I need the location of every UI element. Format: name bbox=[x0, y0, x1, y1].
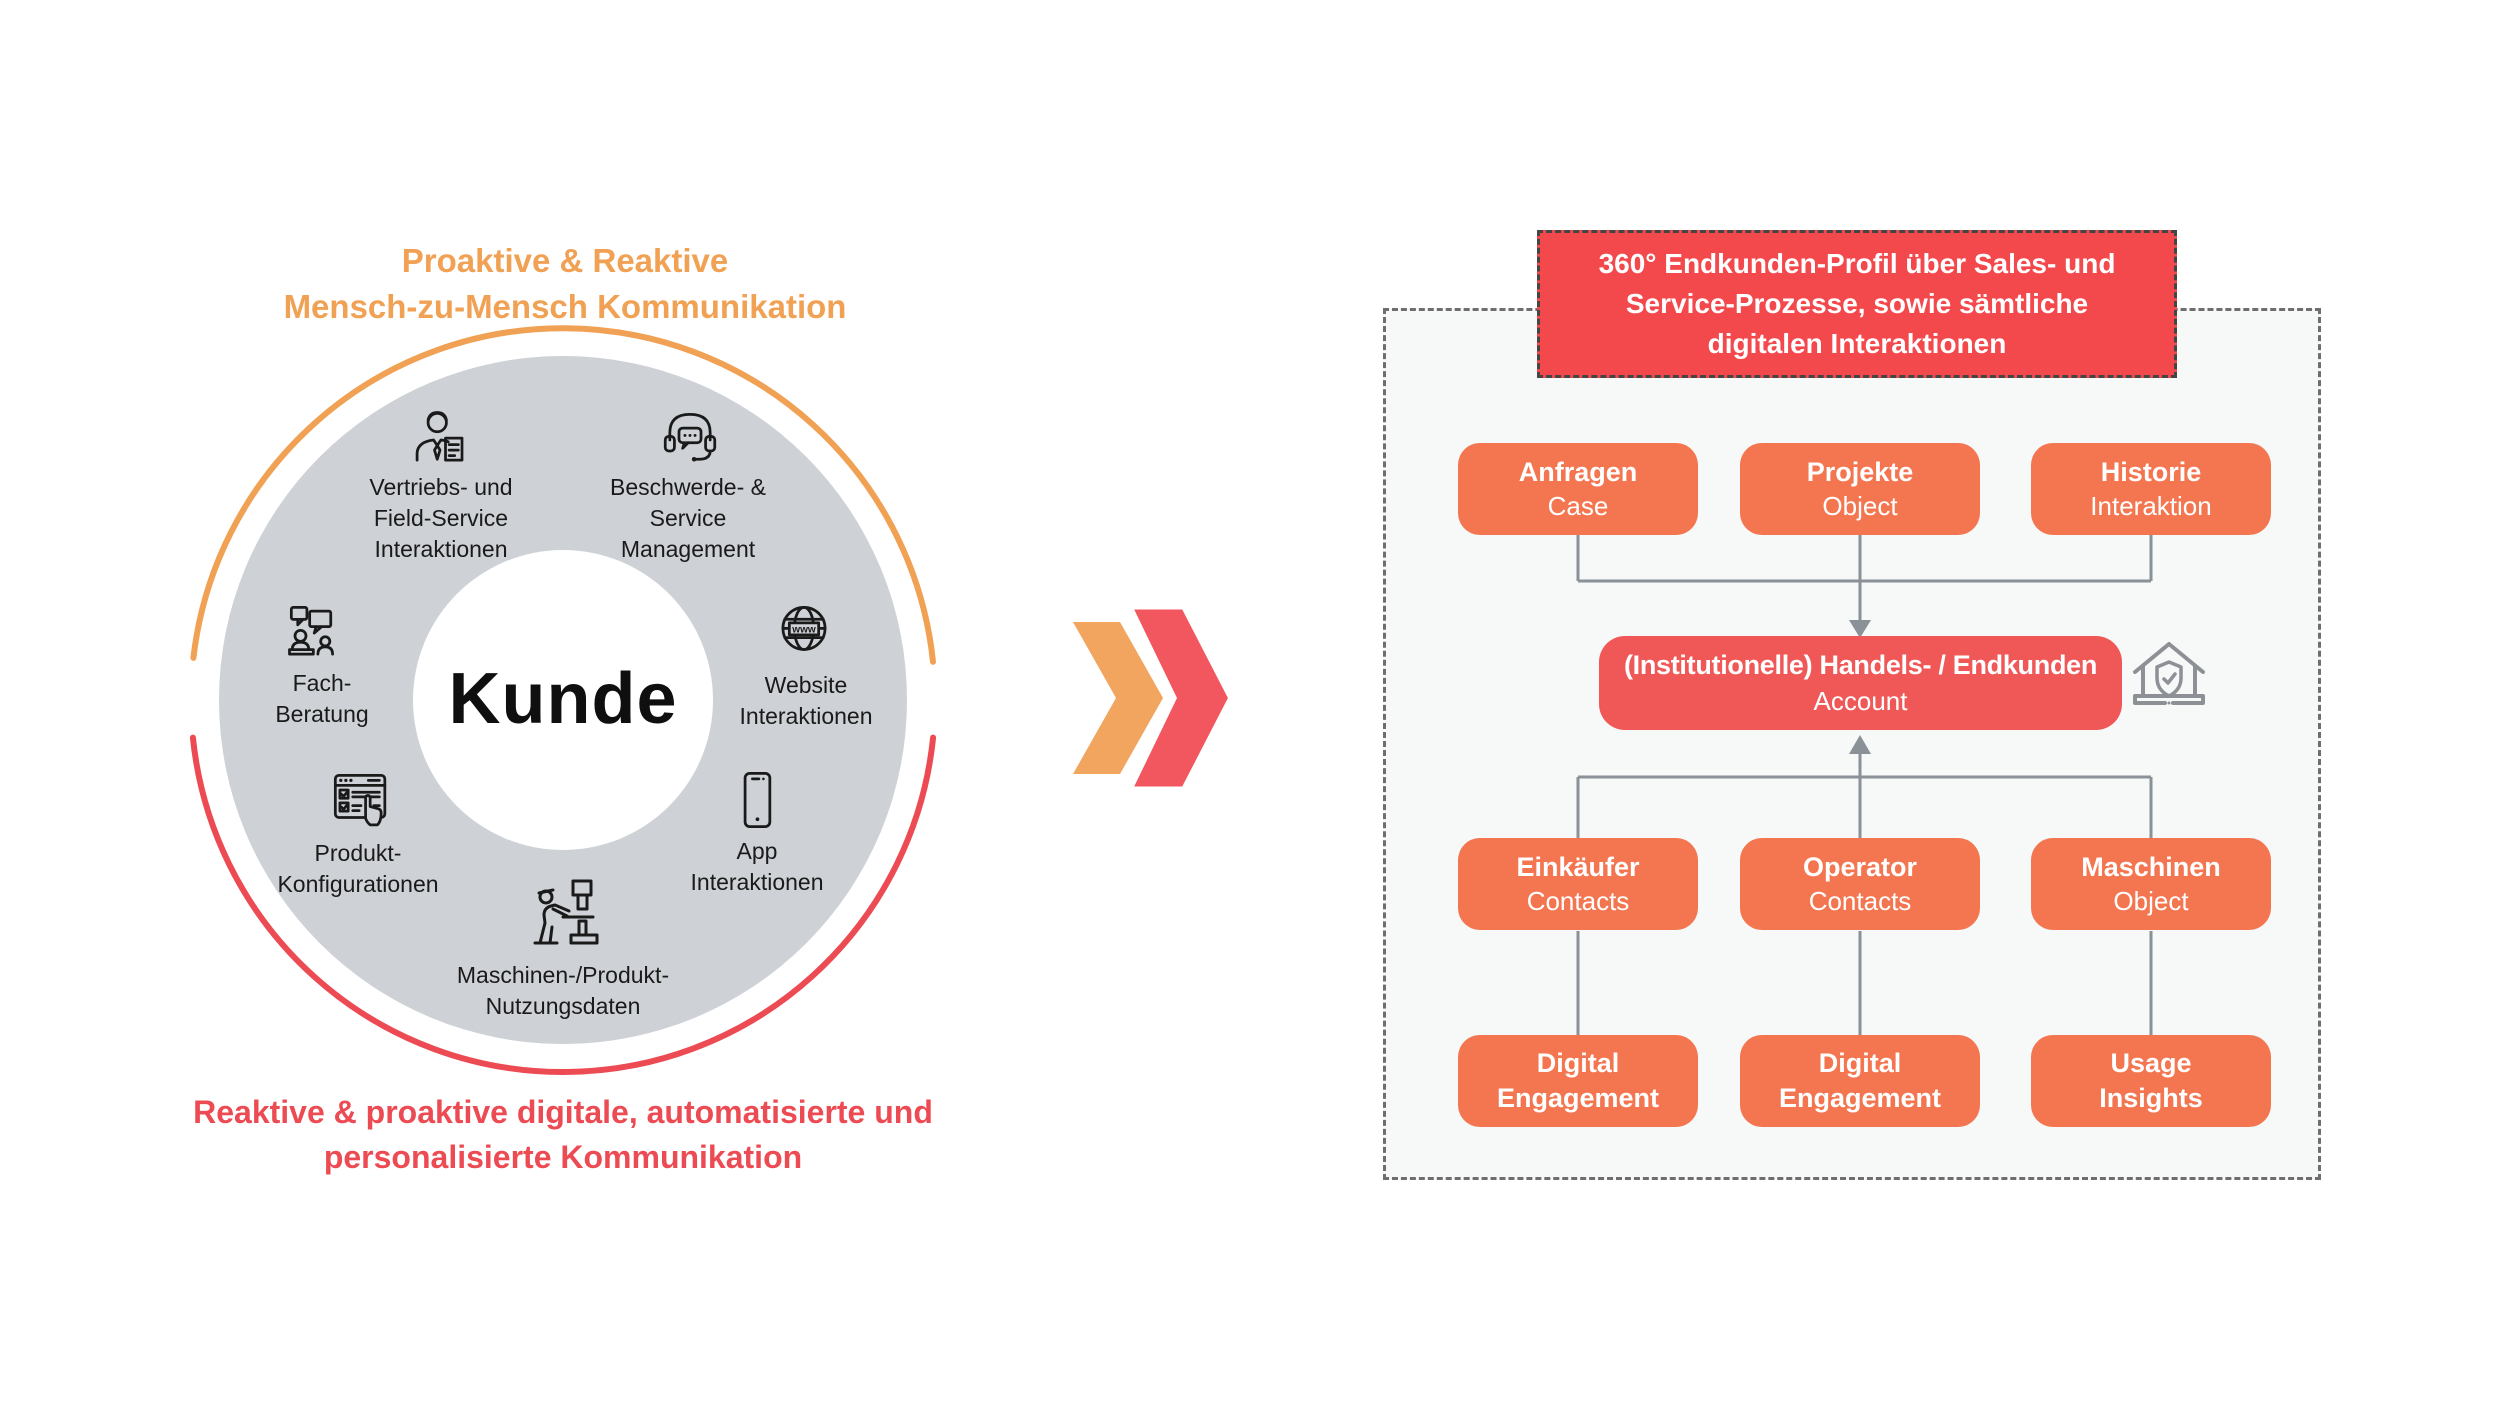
customer-center-label: Kunde bbox=[448, 659, 678, 739]
communication-arcs bbox=[189, 325, 937, 1075]
node-title: Historie bbox=[2100, 456, 2202, 487]
node-subtitle: Contacts bbox=[1526, 885, 1630, 916]
node-account: (Institutionelle) Handels- / Endkunden A… bbox=[1599, 636, 2122, 730]
node-historie: Historie Interaktion bbox=[2031, 443, 2271, 535]
node-anfragen: Anfragen Case bbox=[1458, 443, 1698, 535]
node-subtitle: Case bbox=[1547, 490, 1609, 521]
node-usage-insights: Usage Insights bbox=[2031, 1035, 2271, 1127]
circle-item-label: Website Interaktionen bbox=[739, 672, 873, 730]
node-digital-engagement-1: Digital Engagement bbox=[1458, 1035, 1698, 1127]
node-label: Digital Engagement bbox=[1496, 1047, 1660, 1113]
node-maschinen: Maschinen Object bbox=[2031, 838, 2271, 930]
node-subtitle: Object bbox=[1822, 490, 1898, 521]
node-title: Projekte bbox=[1806, 456, 1914, 487]
node-label: Digital Engagement bbox=[1778, 1047, 1942, 1113]
circle-item-label: Fach- Beratung bbox=[275, 670, 369, 728]
circle-item-label: Beschwerde- & Service Management bbox=[610, 474, 766, 563]
arrow-down-icon bbox=[1849, 620, 1871, 638]
smartphone-icon bbox=[743, 772, 772, 828]
circle-item-label: Produkt- Konfigurationen bbox=[277, 840, 439, 898]
node-subtitle: Object bbox=[2113, 885, 2189, 916]
bottom-title: Reaktive & proaktive digitale, automatis… bbox=[193, 1094, 933, 1175]
circle-item-label: Maschinen-/Produkt- Nutzungsdaten bbox=[456, 962, 670, 1020]
orange-arc bbox=[190, 325, 936, 665]
double-chevron-icon bbox=[1073, 600, 1239, 796]
circle-item-label: App Interaktionen bbox=[690, 838, 824, 896]
node-subtitle: Contacts bbox=[1808, 885, 1912, 916]
consultation-icon bbox=[288, 606, 334, 656]
node-einkaeufer: Einkäufer Contacts bbox=[1458, 838, 1698, 930]
node-operator: Operator Contacts bbox=[1740, 838, 1980, 930]
arrow-up-icon bbox=[1849, 735, 1871, 754]
top-title: Proaktive & Reaktive Mensch-zu-Mensch Ko… bbox=[283, 242, 847, 326]
connector-lines bbox=[1576, 535, 2153, 1035]
red-chevron-icon bbox=[1119, 600, 1239, 796]
node-projekte: Projekte Object bbox=[1740, 443, 1980, 535]
account-title: (Institutionelle) Handels- / Endkunden bbox=[1623, 650, 2098, 681]
profile-header: 360° Endkunden-Profil über Sales- und Se… bbox=[1537, 230, 2177, 378]
globe-icon: www bbox=[781, 605, 827, 651]
orange-chevron-icon bbox=[1073, 622, 1163, 774]
salesperson-icon bbox=[415, 411, 464, 462]
node-label: Usage Insights bbox=[2099, 1047, 2203, 1113]
circle-item-label: Vertriebs- und Field-Service Interaktion… bbox=[369, 474, 513, 563]
globe-icon-www-text: www bbox=[791, 625, 816, 636]
node-digital-engagement-2: Digital Engagement bbox=[1740, 1035, 1980, 1127]
donut-hole bbox=[413, 550, 713, 850]
node-title: Operator bbox=[1802, 851, 1918, 882]
node-title: Maschinen bbox=[2081, 851, 2221, 882]
headset-icon bbox=[663, 412, 717, 462]
house-shield-icon bbox=[2133, 642, 2205, 705]
node-title: Einkäufer bbox=[1516, 851, 1640, 882]
node-title: Anfragen bbox=[1518, 456, 1638, 487]
account-subtitle: Account bbox=[1813, 685, 1908, 716]
node-subtitle: Interaktion bbox=[2090, 490, 2212, 521]
machine-operator-icon bbox=[533, 879, 599, 945]
red-arc bbox=[189, 734, 937, 1075]
product-configurator-icon bbox=[333, 773, 387, 827]
